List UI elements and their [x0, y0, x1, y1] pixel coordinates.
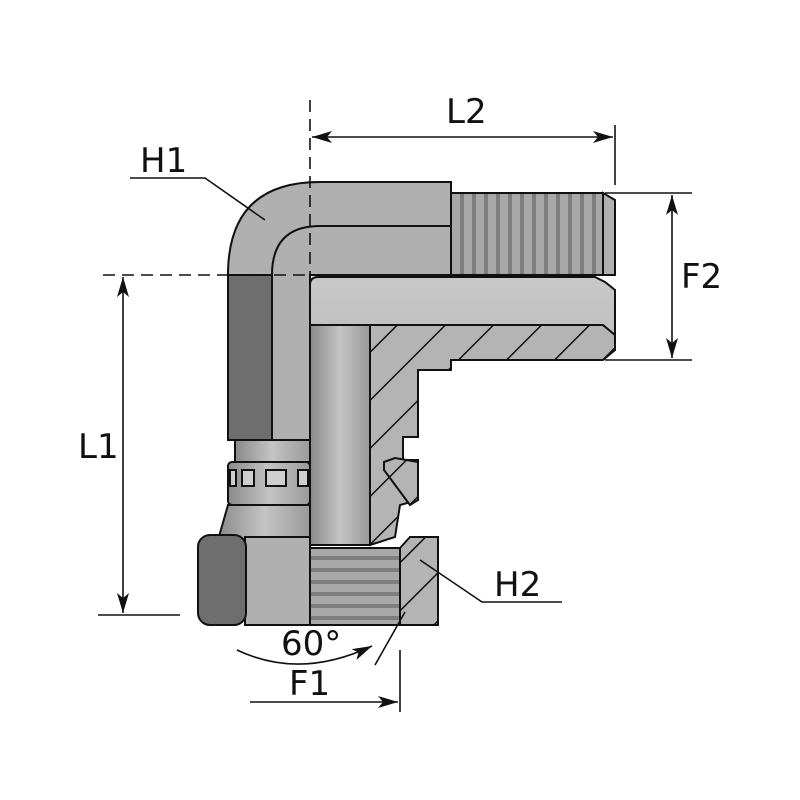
neck — [234, 439, 311, 463]
label-h1: H1 — [140, 141, 188, 181]
nut-section — [399, 536, 439, 626]
label-angle: 60° — [281, 624, 342, 664]
h1-leader — [130, 177, 266, 221]
elbow-inner-curve — [271, 225, 451, 440]
thread-chamfer — [602, 191, 616, 276]
elbow-dark-face — [227, 274, 273, 441]
label-h2: H2 — [494, 565, 542, 605]
ring-slots — [229, 469, 309, 487]
female-thread — [309, 547, 401, 626]
nut-body — [244, 536, 311, 626]
label-l1: L1 — [78, 427, 119, 467]
label-f1: F1 — [289, 664, 331, 704]
h2-leader — [419, 559, 562, 603]
nut-flat — [197, 534, 247, 626]
bore-vertical — [309, 324, 371, 546]
label-f2: F2 — [681, 257, 723, 297]
label-l2: L2 — [446, 92, 487, 132]
section-hatch — [369, 324, 616, 547]
fitting-body — [197, 181, 616, 626]
dimension-lines — [98, 100, 692, 712]
seal-section — [383, 456, 419, 507]
angle-ref-line — [374, 611, 406, 666]
male-thread — [450, 192, 604, 276]
angle-arrow — [236, 645, 373, 665]
